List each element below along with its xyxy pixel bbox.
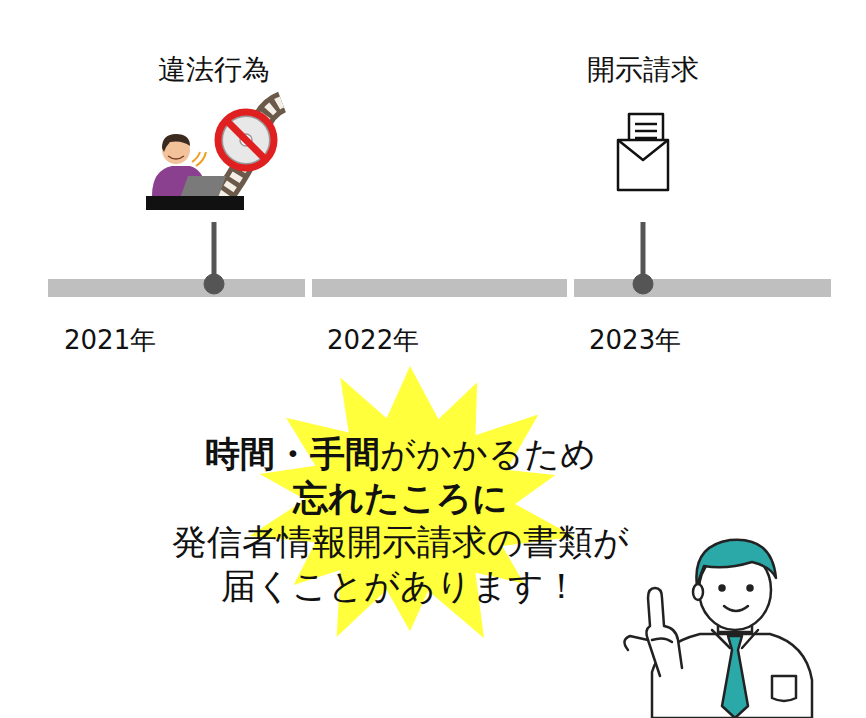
man-pocket — [772, 676, 796, 701]
laptop — [180, 176, 226, 198]
marker-dot — [633, 274, 653, 294]
timeline-bar — [48, 279, 305, 297]
envelope-flap — [618, 140, 668, 160]
event-label: 違法行為 — [158, 51, 270, 89]
person-mouth — [168, 156, 184, 159]
callout-text: 時間・手間がかかるため — [100, 432, 700, 476]
starburst-callout: 時間・手間がかかるため忘れたころに発信者情報開示請求の書類が 届くことがあります… — [100, 432, 700, 608]
document-line — [635, 130, 657, 133]
person-hair — [162, 134, 190, 152]
man-thumb — [624, 636, 648, 650]
disc — [222, 116, 270, 164]
man-hand — [646, 588, 682, 676]
man-illustration — [624, 540, 812, 718]
man-hair — [696, 540, 776, 586]
man-fingers — [652, 638, 672, 642]
man-tie — [722, 636, 748, 718]
man-eye — [748, 586, 753, 591]
timeline-bar — [574, 279, 831, 297]
year-label: 2023年 — [589, 323, 681, 358]
timeline — [48, 279, 831, 297]
timeline-markers — [204, 222, 653, 294]
man-mouth — [724, 606, 748, 611]
sound-waves — [192, 152, 206, 166]
envelope-body — [618, 140, 668, 190]
event-label: 開示請求 — [587, 51, 699, 89]
man-eye — [720, 586, 725, 591]
callout-text: 発信者情報開示請求の書類が 届くことがあります！ — [167, 520, 633, 608]
prohibition-slash — [226, 120, 266, 160]
piracy-icon — [146, 102, 282, 210]
desk — [146, 196, 244, 210]
timeline-bar — [312, 279, 567, 297]
year-label: 2021年 — [64, 323, 156, 358]
marker-dot — [204, 274, 224, 294]
callout-text: 忘れたころに — [100, 476, 700, 520]
man-ear — [693, 584, 703, 600]
document-icon — [618, 114, 668, 190]
year-label: 2022年 — [327, 323, 419, 358]
document-line — [635, 123, 657, 126]
prohibition-sign — [218, 112, 274, 168]
